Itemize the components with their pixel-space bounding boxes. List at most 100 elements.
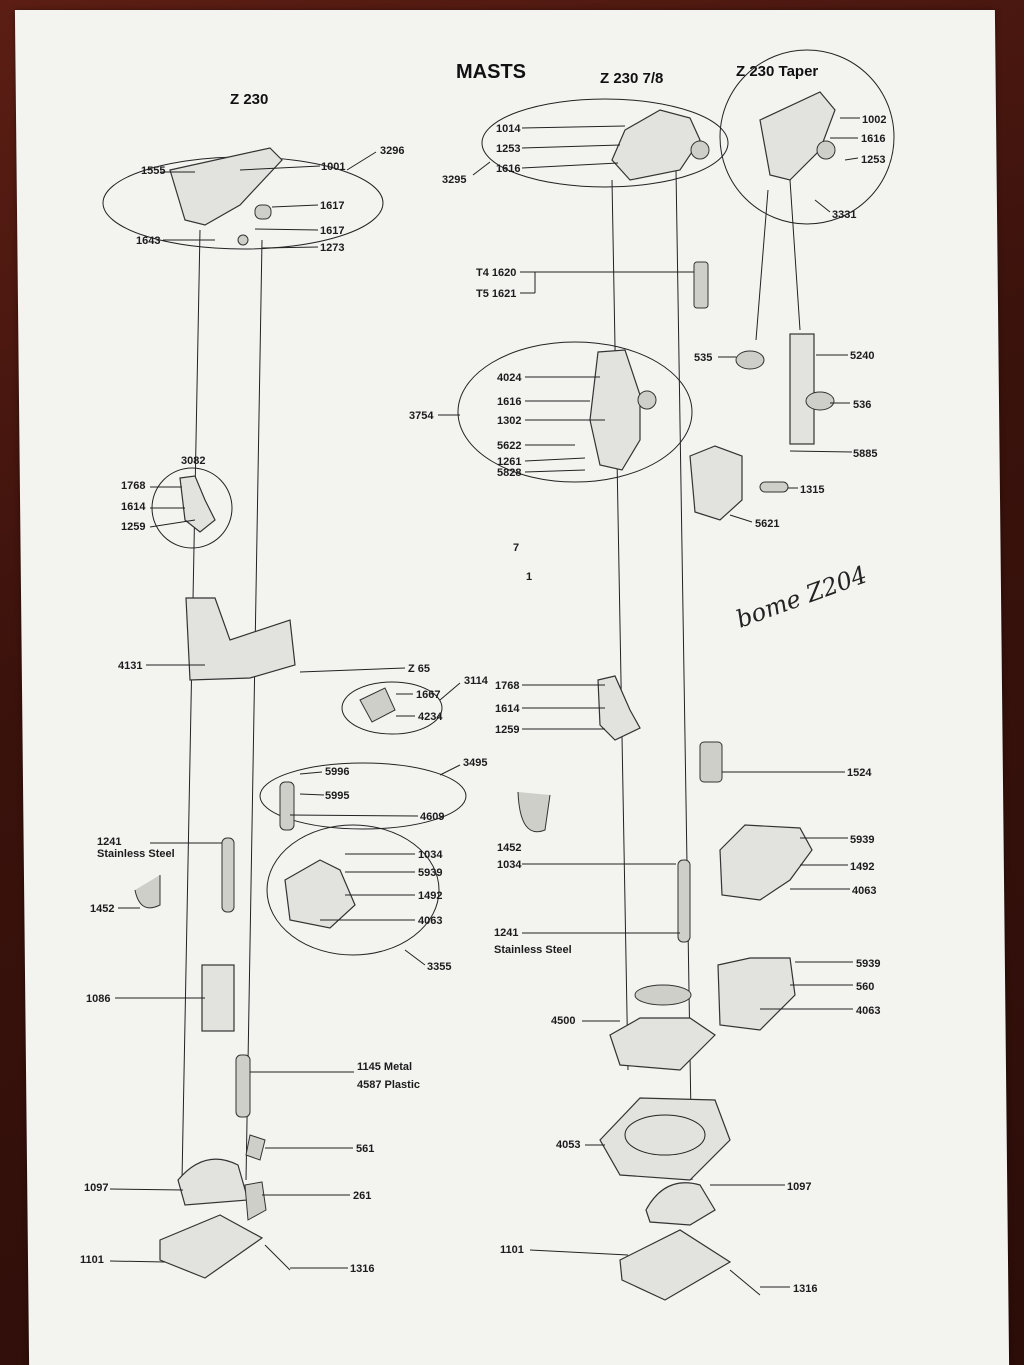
label-4024: 4024 <box>497 372 522 384</box>
track-slug-part-left <box>221 837 235 913</box>
label-1616a: 1616 <box>496 163 520 175</box>
label-1101b: 1101 <box>500 1244 524 1256</box>
label-1241b: 1241 <box>494 927 518 939</box>
label-1452b: 1452 <box>497 842 521 854</box>
halyard-line-b <box>789 179 801 331</box>
label-1241a: 1241 <box>97 836 121 848</box>
eye-535-part <box>735 350 765 370</box>
title-masts: MASTS <box>456 61 526 83</box>
label-1034b: 1034 <box>497 859 522 871</box>
label-1667: 1667 <box>416 689 440 701</box>
label-3754: 3754 <box>409 410 434 422</box>
label-4063b: 4063 <box>852 885 876 897</box>
bracket-5621-part <box>689 445 743 521</box>
label-561: 561 <box>356 1143 374 1155</box>
mast-plate-part <box>201 964 235 1032</box>
label-1261: 1261 <box>497 456 521 468</box>
handwritten-note: bome Z204 <box>732 561 870 634</box>
sheave-part-spreader <box>637 390 657 410</box>
label-1273: 1273 <box>320 242 344 254</box>
shackle-part-left <box>134 875 161 909</box>
mast-step-part-mid <box>619 1229 732 1301</box>
label-560: 560 <box>856 981 874 993</box>
detail-ellipse-spreader-mid <box>457 341 693 483</box>
title-z230: Z 230 <box>230 91 268 108</box>
label-4063c: 4063 <box>856 1005 880 1017</box>
mast-line-mid-b <box>675 169 693 1181</box>
mast-line-left-a <box>181 229 201 1181</box>
label-1316b: 1316 <box>793 1283 817 1295</box>
pin-561-part <box>245 1134 266 1161</box>
cleat-lower-part-taper <box>717 957 796 1031</box>
label-1492a: 1492 <box>418 890 442 902</box>
mast-foot-part-left <box>177 1158 249 1206</box>
label-4500: 4500 <box>551 1015 575 1027</box>
label-5240: 5240 <box>850 350 874 362</box>
label-1002: 1002 <box>862 114 886 126</box>
label-7: 7 <box>513 542 519 554</box>
sheave-part-taper <box>816 140 836 160</box>
label-1316a: 1316 <box>350 1263 374 1275</box>
mast-boot-collar <box>634 984 692 1006</box>
masthead-bracket-part <box>169 147 283 226</box>
pin-1315-part <box>759 481 789 493</box>
plate-1524-part <box>699 741 723 783</box>
detail-ellipse-kicker <box>259 762 467 830</box>
label-1302: 1302 <box>497 415 521 427</box>
title-z230-78: Z 230 7/8 <box>600 70 663 87</box>
label-5939c: 5939 <box>856 958 880 970</box>
mast-line-mid-a <box>611 179 629 1071</box>
label-1617a: 1617 <box>320 200 344 212</box>
masthead-part-mid <box>611 109 701 181</box>
eye-536-part <box>805 391 835 411</box>
label-1145: 1145 Metal <box>357 1061 412 1073</box>
label-5621: 5621 <box>755 518 779 530</box>
gooseneck-part <box>185 597 296 681</box>
label-1101a: 1101 <box>80 1254 104 1266</box>
label-1097b: 1097 <box>787 1181 811 1193</box>
label-535: 535 <box>694 352 712 364</box>
label-261: 261 <box>353 1190 371 1202</box>
label-5939a: 5939 <box>418 867 442 879</box>
spreader-bracket-part <box>179 475 216 533</box>
spreader-lower-part-mid <box>597 675 641 741</box>
deck-ring-hole <box>624 1114 706 1156</box>
label-4063a: 4063 <box>418 915 442 927</box>
slug-stop-part <box>235 1054 251 1118</box>
label-1616b: 1616 <box>497 396 521 408</box>
label-4234: 4234 <box>418 711 443 723</box>
label-1: 1 <box>526 571 532 583</box>
gooseneck-pin-part <box>359 687 396 723</box>
label-3331: 3331 <box>832 209 856 221</box>
label-1768b: 1768 <box>495 680 519 692</box>
sheave-part <box>254 204 272 220</box>
label-1034a: 1034 <box>418 849 443 861</box>
label-4131: 4131 <box>118 660 142 672</box>
pin-261-part <box>244 1181 267 1221</box>
label-t4-1620: T4 1620 <box>476 267 516 279</box>
label-1614b: 1614 <box>495 703 520 715</box>
label-3296: 3296 <box>380 145 404 157</box>
label-z65: Z 65 <box>408 663 430 675</box>
label-1253b: 1253 <box>861 154 885 166</box>
label-4609: 4609 <box>420 811 444 823</box>
deck-ring-part <box>599 1097 731 1181</box>
label-1614a: 1614 <box>121 501 146 513</box>
track-slug-part-mid <box>677 859 691 943</box>
label-1253a: 1253 <box>496 143 520 155</box>
label-1259b: 1259 <box>495 724 519 736</box>
kicker-part <box>279 781 295 831</box>
label-5622: 5622 <box>497 440 521 452</box>
detail-circle-masthead-taper <box>719 49 895 225</box>
label-4587: 4587 Plastic <box>357 1079 420 1091</box>
label-3114: 3114 <box>464 675 489 687</box>
mast-boot-part <box>609 1017 716 1071</box>
label-5995: 5995 <box>325 790 349 802</box>
label-1241b-sub: Stainless Steel <box>494 944 572 956</box>
masthead-part-taper <box>759 91 836 181</box>
label-5885: 5885 <box>853 448 877 460</box>
label-536: 536 <box>853 399 871 411</box>
label-1086: 1086 <box>86 993 110 1005</box>
label-5939b: 5939 <box>850 834 874 846</box>
detail-ellipse-gooseneck <box>341 681 443 735</box>
